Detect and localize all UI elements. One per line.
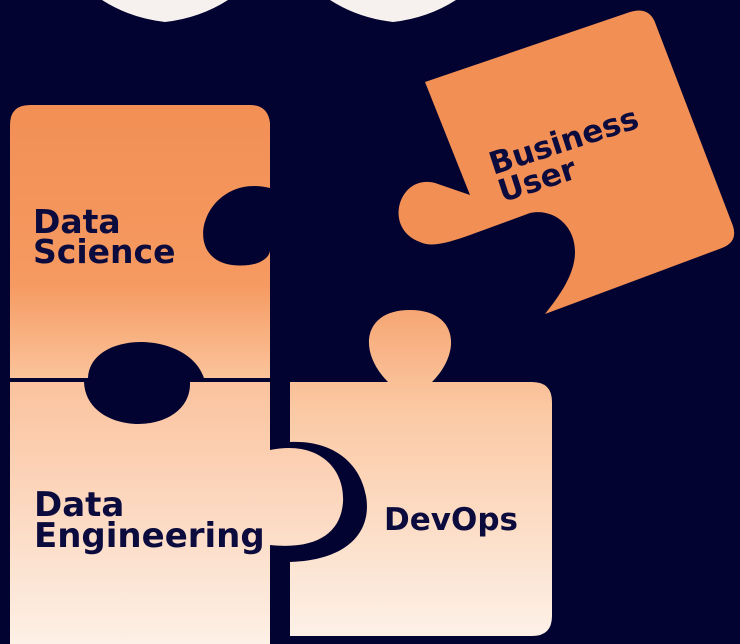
business-user-piece <box>398 10 735 315</box>
devops-piece <box>290 310 552 636</box>
data-science-label: Data Science <box>33 202 176 272</box>
data-engineering-label: Data Engineering <box>34 485 265 557</box>
devops-label-text: DevOps <box>384 502 518 538</box>
devops-label: DevOps <box>384 502 518 538</box>
data-science-piece <box>10 105 270 378</box>
top-partial-shape-left <box>102 0 228 22</box>
data-science-label-line1: Data <box>33 202 121 241</box>
data-science-label-line2: Science <box>33 232 176 272</box>
data-engineering-label-line2: Engineering <box>34 516 265 557</box>
top-partial-shape-right <box>330 0 456 22</box>
data-engineering-piece <box>10 382 344 644</box>
data-engineering-label-line1: Data <box>34 485 125 525</box>
